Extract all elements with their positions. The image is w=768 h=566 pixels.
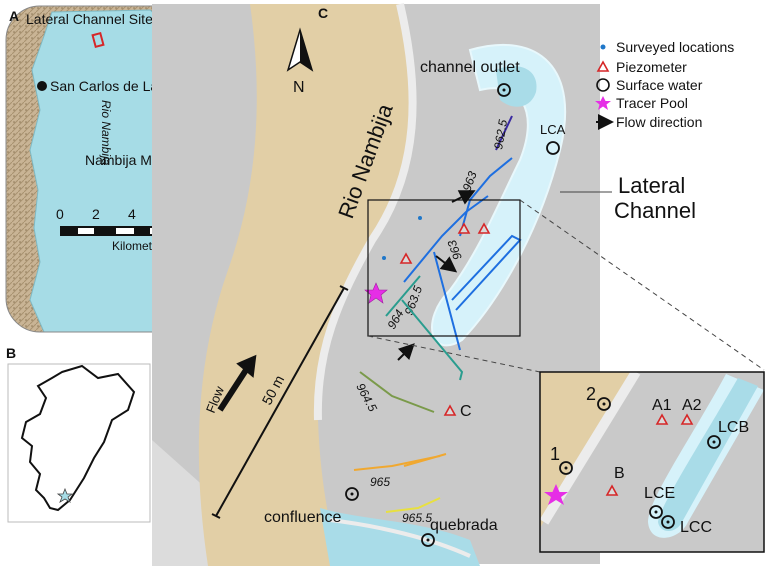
legend-surveyed: Surveyed locations [616, 39, 734, 55]
flow-arrow-icon [217, 354, 257, 412]
surface-water-outlet [497, 83, 511, 97]
piezometer-a1-marker [457, 222, 471, 234]
site-label-quebrada: quebrada [430, 517, 498, 534]
piezometer-c-marker [443, 404, 457, 416]
inset-label-1: 1 [550, 444, 560, 464]
legend-piezometer: Piezometer [616, 59, 687, 75]
legend-star-icon [595, 96, 611, 110]
river-bank [313, 3, 417, 421]
location-star [56, 487, 74, 503]
surface-water-lca [546, 141, 560, 155]
north-arrow-icon [286, 27, 314, 72]
inset-surface-water-lcc [661, 515, 675, 529]
inset-label-b: B [614, 465, 625, 482]
site-label-c: C [460, 403, 472, 420]
contour-963-a [459, 157, 513, 237]
flow-direction-arrow-3 [397, 343, 415, 361]
channel-outlet-water [496, 66, 537, 107]
contour-label-965: 965 [370, 475, 390, 489]
zoom-box [367, 199, 521, 337]
panel-b-letter: B [6, 345, 16, 361]
panel-b-map: B [6, 345, 151, 523]
scale-bar-50m [215, 287, 345, 517]
surveyed-location [382, 256, 386, 260]
inset-piezometer-a2 [680, 413, 694, 425]
legend-dot-icon [600, 44, 606, 50]
river-bed [198, 4, 413, 566]
site-label-lca: LCA [540, 122, 566, 137]
contour-963-5 [403, 195, 489, 351]
inset-piezometer-a1 [655, 413, 669, 425]
contour-962-5 [495, 115, 513, 151]
contour-964-5 [359, 371, 435, 413]
zoom-line-top [519, 199, 765, 371]
legend-surface-water: Surface water [616, 77, 703, 93]
contour-965 [353, 453, 447, 471]
zoom-line-bottom [367, 335, 541, 373]
inset-surface-water-lce [649, 505, 663, 519]
site-label-channel-outlet: channel outlet [420, 59, 520, 76]
scale-tick-0: 0 [56, 206, 64, 222]
inset-surface-water-1 [559, 461, 573, 475]
inset-surface-water-2 [597, 397, 611, 411]
panel-a-letter: A [9, 8, 19, 24]
piezometer-a2-marker [477, 222, 491, 234]
country-outline [20, 364, 136, 512]
quebrada-stream [329, 518, 471, 558]
contour-965-5 [385, 497, 441, 513]
surface-water-confluence [345, 487, 359, 501]
inset-label-a2: A2 [682, 397, 702, 414]
legend-circle-icon [596, 78, 610, 92]
lateral-channel-title-2: Channel [614, 198, 696, 223]
lateral-channel-title-1: Lateral [618, 173, 685, 198]
inset-label-a1: A1 [652, 397, 672, 414]
river-label-a: Rio Nambija [99, 100, 113, 166]
site-label-confluence: confluence [264, 509, 341, 526]
contour-label-963-b: 963 [445, 238, 465, 262]
piezometer-b-marker [399, 252, 413, 264]
inset-channel-water [658, 378, 758, 531]
surface-water-quebrada [421, 533, 435, 547]
contour-label-965-5: 965.5 [402, 511, 432, 525]
contour-label-963-a: 963 [460, 169, 480, 193]
panel-c-map: C N Rio Nambija Flow 50 m 962.5 963 963 … [152, 3, 765, 566]
contour-963-b [451, 234, 522, 311]
legend-tracer-pool: Tracer Pool [616, 95, 688, 111]
contour-label-962-5: 962.5 [491, 118, 510, 150]
inset-label-lce: LCE [644, 485, 675, 502]
north-label: N [293, 79, 305, 96]
inset-label-lcc: LCC [680, 519, 712, 536]
inset-label-2: 2 [586, 384, 596, 404]
scale-tick-2: 2 [92, 206, 100, 222]
lateral-channel-site-label: Lateral Channel Site [26, 11, 153, 27]
site-marker [91, 31, 105, 49]
panel-c-letter: C [318, 5, 328, 21]
town-marker-san-carlos [37, 81, 47, 91]
legend: Surveyed locations Piezometer Surface wa… [595, 39, 734, 130]
contour-964 [385, 275, 464, 381]
inset-tracer-pool-star [544, 484, 568, 505]
scale-tick-4: 4 [128, 206, 136, 222]
inset-map: 2 1 A1 A2 B LCB LCE LCC [539, 371, 765, 553]
surveyed-location [418, 216, 422, 220]
flow-direction-arrow-2 [435, 255, 458, 273]
inset-surface-water-lcb [707, 435, 721, 449]
inset-piezometer-b [605, 484, 619, 496]
legend-triangle-icon [596, 60, 610, 72]
legend-flow-direction: Flow direction [616, 114, 702, 130]
inset-label-lcb: LCB [718, 419, 749, 436]
